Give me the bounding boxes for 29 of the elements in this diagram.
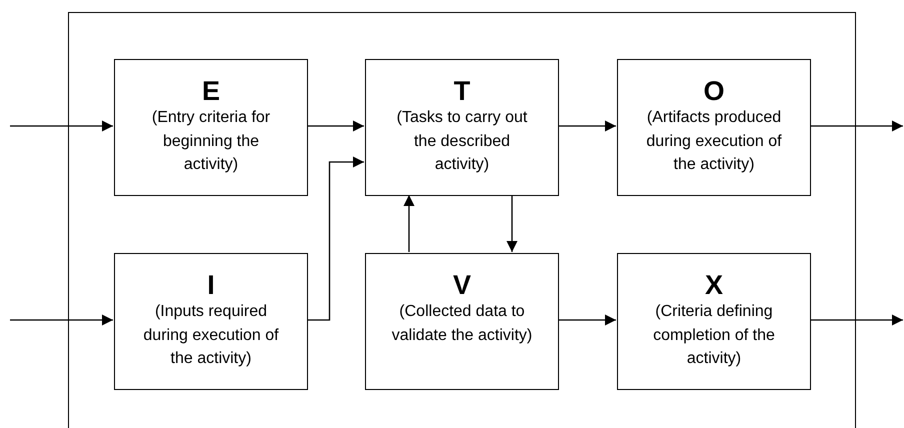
box-heading: E [202, 76, 220, 106]
process-box [617, 253, 811, 390]
arrow [810, 314, 903, 326]
box-description: (Criteria defining completion of the activity) [652, 302, 776, 369]
box-heading: I [207, 270, 215, 300]
box-description: (Entry criteria for beginning the activity) [150, 108, 272, 175]
process-box [114, 253, 308, 390]
arrow [307, 120, 364, 132]
process-box [617, 59, 811, 196]
arrow [558, 314, 616, 326]
process-box [365, 59, 559, 196]
arrow [404, 195, 414, 252]
process-box [365, 253, 559, 390]
box-heading: X [704, 270, 723, 300]
arrow [307, 156, 364, 321]
box-heading: V [452, 270, 471, 300]
box-description: (Tasks to carry out the described activity) [396, 108, 528, 175]
arrow [10, 314, 113, 326]
arrow [506, 195, 518, 252]
arrow [558, 120, 616, 132]
container-frame [68, 12, 856, 428]
arrow [810, 120, 903, 132]
box-description: (Collected data to validate the activity) [390, 302, 534, 346]
arrow [10, 120, 113, 132]
process-box [114, 59, 308, 196]
box-heading: T [454, 76, 470, 106]
box-heading: O [703, 76, 724, 106]
box-description: (Inputs required during execution of the activity) [142, 302, 280, 369]
box-description: (Artifacts produced during execution of the activity) [645, 108, 783, 175]
